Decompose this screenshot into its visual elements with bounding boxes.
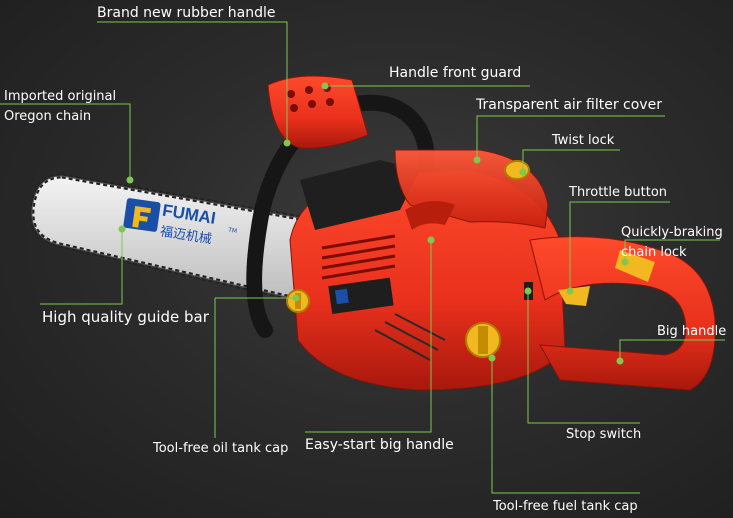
guide-bar [29,173,303,304]
label-handle-front-guard: Handle front guard [389,65,522,81]
label-twist-lock: Twist lock [552,133,615,148]
label-big-handle: Big handle [657,324,727,339]
bar-logo [123,198,161,232]
label-imported-chain-line2: Oregon chain [4,109,92,124]
throttle-trigger [558,286,590,306]
label-chain-lock-line2: chain lock [621,245,687,260]
label-fuel-tank-cap: Tool-free fuel tank cap [493,499,638,514]
side-logo-plate [328,277,394,315]
starter-handle [405,201,455,230]
label-oil-tank-cap: Tool-free oil tank cap [153,441,289,456]
label-chain-lock-line1: Quickly-braking [621,225,723,240]
label-stop-switch: Stop switch [566,427,642,442]
label-throttle-button: Throttle button [569,185,668,200]
bar-trademark: TM [227,227,238,235]
label-guide-bar: High quality guide bar [42,308,209,326]
label-air-filter-cover: Transparent air filter cover [476,97,662,113]
label-easy-start: Easy-start big handle [305,437,454,453]
label-rubber-handle: Brand new rubber handle [97,5,276,21]
rear-handle [529,236,716,391]
label-imported-chain-line1: Imported original [4,89,117,104]
